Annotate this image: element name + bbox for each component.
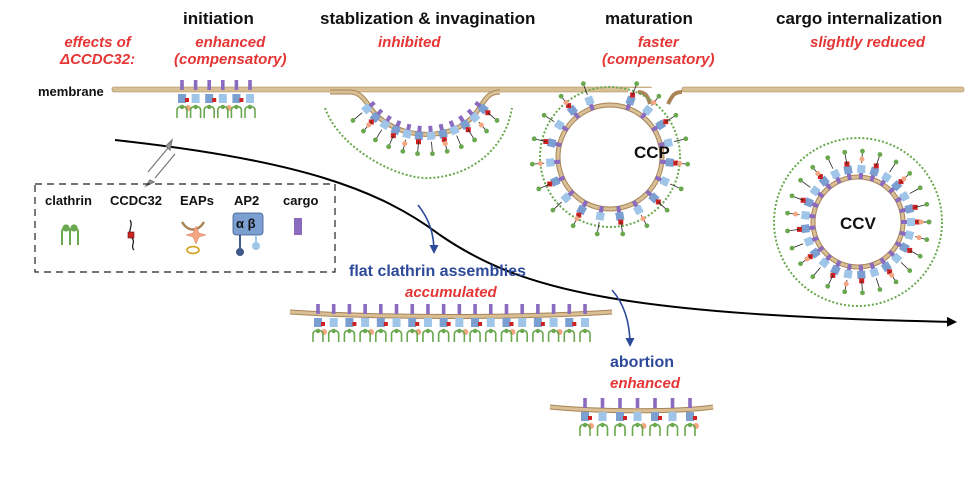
ap2-legend-icon: [232, 212, 264, 256]
flat-clathrin-assembly: [312, 304, 591, 342]
legend-label-eaps: EAPs: [180, 193, 214, 208]
branch-title-abortion: abortion: [610, 354, 674, 371]
stage-title-stabilization: stablization & invagination: [320, 9, 536, 28]
stage-title-cargo: cargo internalization: [776, 9, 943, 28]
coated-vesicle-coat: [785, 148, 932, 296]
legend-label-ap2: AP2: [234, 193, 260, 208]
ccdc32-legend-icon: [127, 219, 135, 251]
stage-effect-stabilization: inhibited: [378, 34, 441, 51]
stage-effect-initiation: enhanced (compensatory): [174, 34, 287, 69]
stage-effect-maturation: faster (compensatory): [602, 34, 715, 69]
branch-arrow-flat: [417, 204, 439, 254]
legend-link-arrows: [144, 138, 176, 188]
coated-pit-coat: [529, 81, 691, 237]
ccp-label: CCP: [634, 143, 670, 162]
abortion-assembly: [579, 398, 699, 436]
abortion-membrane: [549, 404, 714, 414]
ap2-subunit-label: α β: [236, 216, 256, 231]
stage-title-maturation: maturation: [605, 9, 693, 28]
branch-arrow-abortion: [611, 289, 635, 347]
invagination-coat: [350, 100, 500, 157]
legend-box: [34, 183, 336, 273]
branch-title-flat: flat clathrin assemblies: [349, 263, 526, 280]
clathrin-legend-icon: [61, 224, 79, 245]
ccv-label: CCV: [840, 214, 876, 233]
branch-effect-flat: accumulated: [405, 284, 497, 301]
initiation-assembly: [176, 80, 256, 118]
stage-effect-cargo: slightly reduced: [810, 34, 926, 51]
stage-title-initiation: initiation: [183, 9, 254, 28]
legend-label-clathrin: clathrin: [45, 193, 92, 208]
effects-heading: effects of ΔCCDC32:: [60, 34, 136, 69]
main-progression-arrow: [114, 139, 957, 327]
eaps-legend-icon: [180, 221, 207, 255]
branch-effect-abortion: enhanced: [610, 375, 681, 392]
legend-label-ccdc32: CCDC32: [110, 193, 163, 208]
legend-label-cargo: cargo: [283, 193, 319, 208]
flat-clathrin-membrane: [289, 309, 613, 319]
coated-pit: [539, 86, 683, 228]
initiation-membrane: [111, 86, 965, 93]
membrane-label: membrane: [38, 84, 104, 99]
cargo-legend-icon: [294, 218, 302, 235]
